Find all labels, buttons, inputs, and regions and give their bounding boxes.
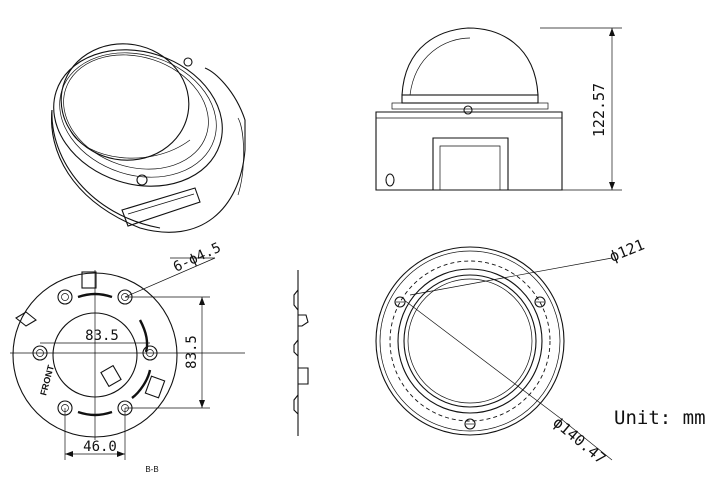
bottom-view [375,246,613,461]
unit-label: Unit: mm [614,407,706,429]
screw-holes-label: 6-ϕ4.5 [171,240,224,276]
plate-front-label: FRONT [38,364,56,397]
hole-spacing-v-label: 83.5 [184,335,200,369]
section-label: B-B [145,465,158,474]
mounting-plate-view [10,257,245,460]
height-dimension-label: 122.57 [590,83,608,137]
screw-hole [57,289,73,305]
bottom-screw [534,296,546,308]
section-view [293,270,309,436]
bottom-screw [394,296,406,308]
hole-spacing-h-label: 83.5 [85,328,119,344]
isometric-view [50,43,246,233]
bottom-screw [464,418,476,430]
inner-diameter-label: ϕ121 [607,235,647,265]
side-view [375,27,622,191]
width-small-label: 46.0 [83,439,117,455]
outer-diameter-label: ϕ140.47 [549,413,609,467]
